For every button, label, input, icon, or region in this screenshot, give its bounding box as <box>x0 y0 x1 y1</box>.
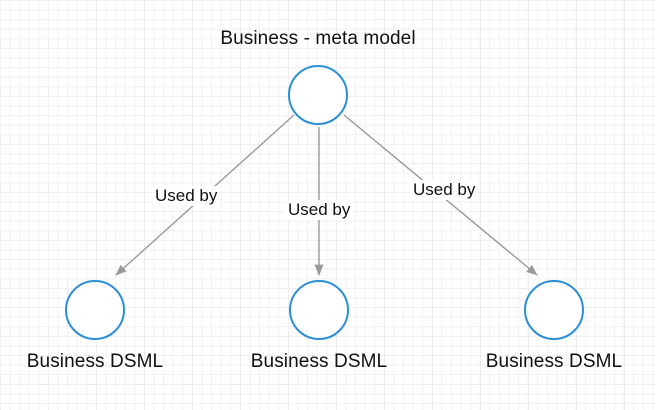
node-meta-model[interactable] <box>288 65 348 125</box>
node-business-dsml-right[interactable] <box>524 280 584 340</box>
page-title: Business - meta model <box>220 28 416 49</box>
node-business-dsml-middle[interactable] <box>289 280 349 340</box>
edge-label-middle: Used by <box>285 200 354 220</box>
node-label-business-dsml-left: Business DSML <box>26 351 164 372</box>
edge-label-right: Used by <box>410 180 479 200</box>
node-label-business-dsml-right: Business DSML <box>485 351 623 372</box>
edge-label-left: Used by <box>152 186 221 206</box>
node-business-dsml-left[interactable] <box>65 280 125 340</box>
node-label-business-dsml-middle: Business DSML <box>250 351 388 372</box>
